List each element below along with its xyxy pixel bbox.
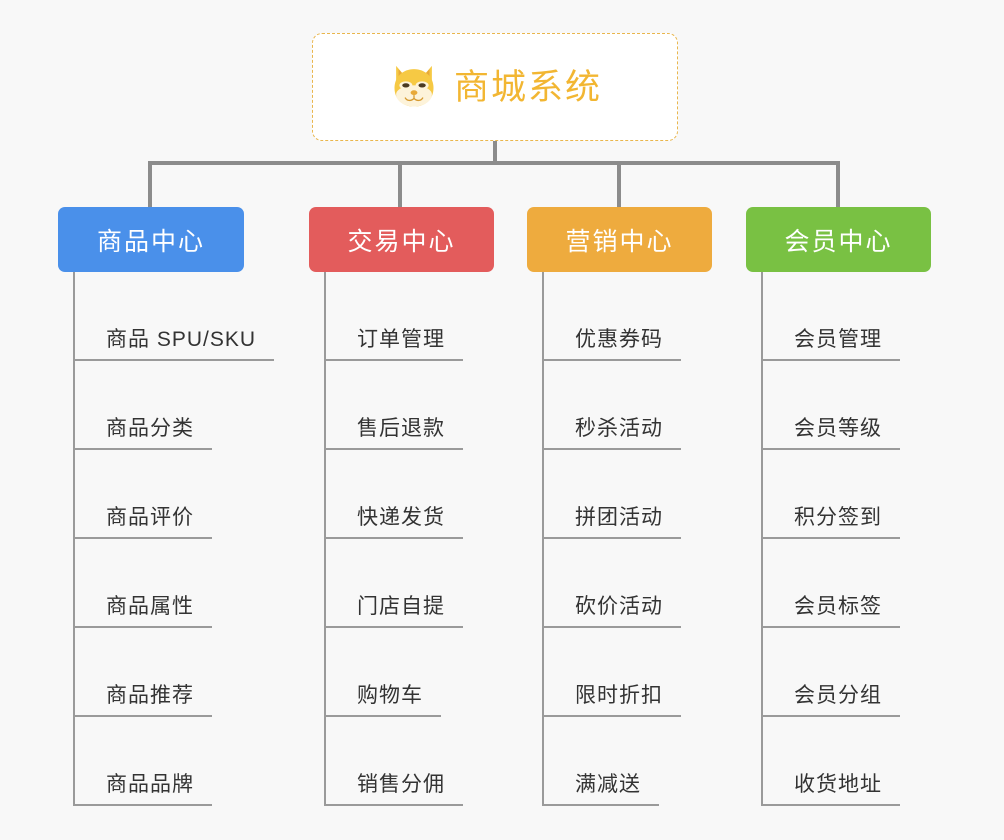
root-node[interactable]: 商城系统 — [312, 33, 678, 141]
leaf-list-4: 会员管理 会员等级 积分签到 会员标签 会员分组 收货地址 — [746, 272, 931, 806]
leaf-label: 商品推荐 — [73, 684, 212, 717]
category-header-3[interactable]: 营销中心 — [527, 207, 712, 272]
leaf-rail — [324, 272, 326, 806]
leaf-item[interactable]: 优惠券码 — [527, 272, 712, 361]
leaf-item[interactable]: 订单管理 — [309, 272, 494, 361]
category-header-2[interactable]: 交易中心 — [309, 207, 494, 272]
leaf-item[interactable]: 砍价活动 — [527, 539, 712, 628]
shiba-dog-icon — [394, 65, 434, 107]
category-column-1: 商品中心 商品 SPU/SKU 商品分类 商品评价 商品属性 商品推荐 商品品牌 — [58, 207, 275, 806]
leaf-label: 收货地址 — [761, 773, 900, 806]
category-header-label: 交易中心 — [347, 227, 456, 256]
root-title: 商城系统 — [453, 67, 602, 107]
leaf-item[interactable]: 会员管理 — [746, 272, 931, 361]
leaf-item[interactable]: 购物车 — [309, 628, 494, 717]
connector-root-stem — [493, 141, 497, 163]
leaf-item[interactable]: 快递发货 — [309, 450, 494, 539]
leaf-label: 会员分组 — [761, 684, 900, 717]
category-header-1[interactable]: 商品中心 — [58, 207, 244, 272]
leaf-label: 满减送 — [542, 773, 659, 806]
leaf-item[interactable]: 会员等级 — [746, 361, 931, 450]
leaf-list-1: 商品 SPU/SKU 商品分类 商品评价 商品属性 商品推荐 商品品牌 — [58, 272, 275, 806]
leaf-item[interactable]: 售后退款 — [309, 361, 494, 450]
leaf-rail — [761, 272, 763, 806]
leaf-label: 销售分佣 — [324, 773, 463, 806]
leaf-item[interactable]: 满减送 — [527, 717, 712, 806]
leaf-rail — [542, 272, 544, 806]
leaf-label: 限时折扣 — [542, 684, 681, 717]
leaf-label: 快递发货 — [324, 506, 463, 539]
leaf-label: 商品属性 — [73, 595, 212, 628]
category-header-label: 商品中心 — [96, 227, 205, 256]
leaf-list-3: 优惠券码 秒杀活动 拼团活动 砍价活动 限时折扣 满减送 — [527, 272, 712, 806]
leaf-item[interactable]: 商品 SPU/SKU — [58, 272, 275, 361]
leaf-item[interactable]: 商品品牌 — [58, 717, 244, 806]
leaf-label: 秒杀活动 — [542, 417, 681, 450]
leaf-item[interactable]: 秒杀活动 — [527, 361, 712, 450]
leaf-item[interactable]: 商品分类 — [58, 361, 244, 450]
leaf-label: 商品品牌 — [73, 773, 212, 806]
connector-drop-2 — [398, 161, 402, 207]
leaf-item[interactable]: 销售分佣 — [309, 717, 494, 806]
leaf-rail — [73, 272, 75, 806]
leaf-label: 会员管理 — [761, 328, 900, 361]
leaf-item[interactable]: 限时折扣 — [527, 628, 712, 717]
leaf-label: 门店自提 — [324, 595, 463, 628]
leaf-item[interactable]: 门店自提 — [309, 539, 494, 628]
leaf-item[interactable]: 商品推荐 — [58, 628, 244, 717]
leaf-label: 拼团活动 — [542, 506, 681, 539]
leaf-label: 商品 SPU/SKU — [73, 328, 275, 361]
connector-drop-1 — [148, 161, 152, 207]
connector-horizontal-bus — [150, 161, 840, 165]
connector-drop-3 — [617, 161, 621, 207]
leaf-label: 购物车 — [324, 684, 441, 717]
leaf-label: 优惠券码 — [542, 328, 681, 361]
leaf-item[interactable]: 收货地址 — [746, 717, 931, 806]
leaf-item[interactable]: 商品评价 — [58, 450, 244, 539]
leaf-label: 砍价活动 — [542, 595, 681, 628]
leaf-item[interactable]: 会员标签 — [746, 539, 931, 628]
category-header-4[interactable]: 会员中心 — [746, 207, 931, 272]
leaf-label: 积分签到 — [761, 506, 900, 539]
leaf-list-2: 订单管理 售后退款 快递发货 门店自提 购物车 销售分佣 — [309, 272, 494, 806]
leaf-item[interactable]: 拼团活动 — [527, 450, 712, 539]
leaf-label: 售后退款 — [324, 417, 463, 450]
category-column-2: 交易中心 订单管理 售后退款 快递发货 门店自提 购物车 销售分佣 — [309, 207, 494, 806]
leaf-item[interactable]: 商品属性 — [58, 539, 244, 628]
connector-drop-4 — [836, 161, 840, 207]
leaf-label: 商品分类 — [73, 417, 212, 450]
leaf-label: 订单管理 — [324, 328, 463, 361]
leaf-label: 会员等级 — [761, 417, 900, 450]
category-column-4: 会员中心 会员管理 会员等级 积分签到 会员标签 会员分组 收货地址 — [746, 207, 931, 806]
leaf-label: 商品评价 — [73, 506, 212, 539]
category-header-label: 会员中心 — [784, 227, 893, 256]
category-header-label: 营销中心 — [565, 227, 674, 256]
leaf-item[interactable]: 会员分组 — [746, 628, 931, 717]
category-column-3: 营销中心 优惠券码 秒杀活动 拼团活动 砍价活动 限时折扣 满减送 — [527, 207, 712, 806]
leaf-label: 会员标签 — [761, 595, 900, 628]
leaf-item[interactable]: 积分签到 — [746, 450, 931, 539]
